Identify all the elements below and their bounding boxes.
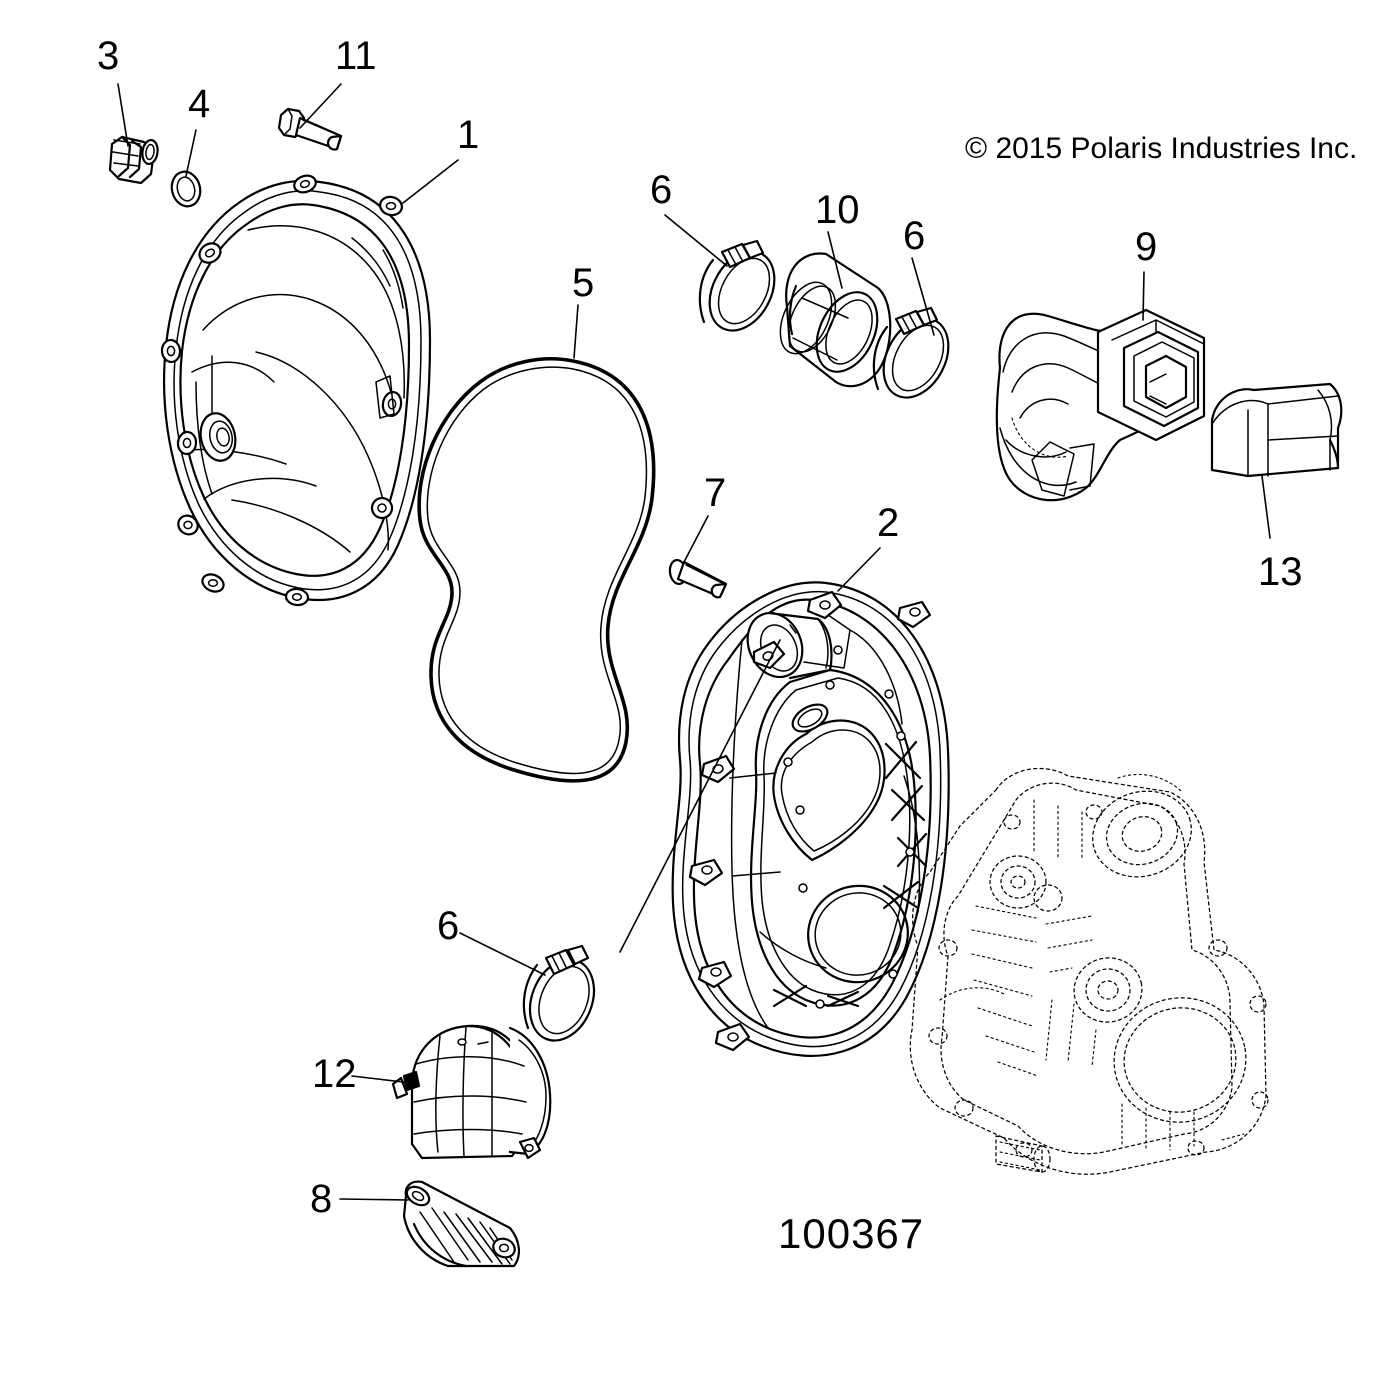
part-4-o-ring bbox=[170, 170, 202, 208]
part-2-inner-clutch-cover bbox=[671, 581, 950, 1058]
callout-label-11: 11 bbox=[335, 34, 377, 78]
callout-label-7: 7 bbox=[704, 471, 727, 515]
callout-label-10: 10 bbox=[815, 188, 860, 232]
callout-label-5: 5 bbox=[572, 261, 595, 305]
leader-10 bbox=[827, 231, 843, 289]
leader-5 bbox=[573, 304, 579, 359]
leader-12 bbox=[351, 1075, 413, 1084]
callout-label-6b: 6 bbox=[903, 214, 926, 258]
part-3-plug-fitting bbox=[108, 135, 159, 185]
part-13-duct-cover-cap bbox=[1210, 382, 1343, 478]
transmission-reference-phantom bbox=[909, 767, 1269, 1175]
part-6-hose-clamp-lower bbox=[522, 944, 596, 1042]
part-7-flange-bolt bbox=[668, 558, 728, 599]
leader-3 bbox=[117, 83, 129, 147]
callout-label-12: 12 bbox=[312, 1052, 357, 1096]
callout-label-13: 13 bbox=[1258, 550, 1303, 594]
callout-label-2: 2 bbox=[877, 501, 900, 545]
part-8-mounting-bracket bbox=[402, 1180, 520, 1268]
leader-6c bbox=[459, 932, 546, 976]
diagram-part-number: 100367 bbox=[778, 1210, 925, 1257]
leader-8 bbox=[339, 1198, 409, 1201]
callout-label-4: 4 bbox=[188, 82, 211, 126]
leader-11 bbox=[299, 83, 342, 129]
part-10-air-duct-sleeve bbox=[779, 252, 892, 388]
callout-label-8: 8 bbox=[310, 1177, 333, 1221]
callout-label-3: 3 bbox=[97, 34, 120, 78]
part-12-intake-screen bbox=[391, 1024, 552, 1160]
part-9-air-intake-duct bbox=[995, 308, 1206, 502]
leader-inner-cover-long bbox=[619, 639, 781, 953]
part-11-hex-flange-bolt bbox=[277, 107, 343, 151]
callout-label-1: 1 bbox=[457, 113, 480, 157]
leader-7 bbox=[682, 515, 709, 565]
leader-9 bbox=[1142, 271, 1145, 321]
callout-leader-lines bbox=[117, 83, 1271, 1201]
copyright-notice: © 2015 Polaris Industries Inc. bbox=[965, 132, 1358, 165]
callout-label-6c: 6 bbox=[437, 904, 460, 948]
leader-2 bbox=[837, 547, 881, 592]
leader-13 bbox=[1261, 475, 1271, 539]
part-6-hose-clamp-upper-right bbox=[872, 306, 950, 399]
part-1-outer-clutch-cover bbox=[160, 174, 432, 607]
part-6-hose-clamp-upper-left bbox=[698, 239, 776, 332]
callout-label-9: 9 bbox=[1135, 225, 1158, 269]
leader-6b bbox=[911, 257, 935, 336]
part-5-cover-seal-gasket bbox=[417, 357, 656, 783]
leader-6a bbox=[664, 214, 728, 267]
leader-1 bbox=[402, 159, 459, 204]
leader-4 bbox=[185, 129, 197, 177]
callout-label-6a: 6 bbox=[650, 168, 673, 212]
